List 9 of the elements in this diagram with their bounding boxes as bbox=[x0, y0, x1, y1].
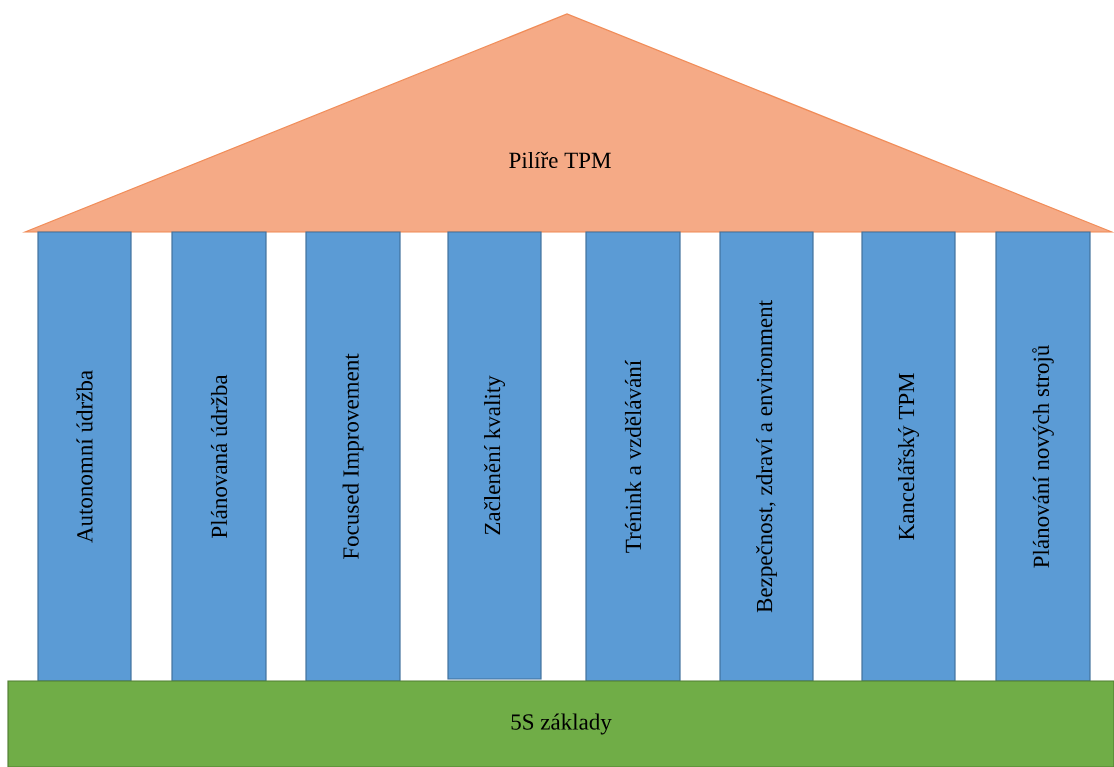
pillar-box: Kancelářský TPM bbox=[861, 231, 956, 682]
base-box: 5S základy bbox=[7, 680, 1114, 767]
pillar-box: Focused Improvement bbox=[305, 231, 401, 682]
pillar-box: Autonomní údržba bbox=[37, 231, 132, 682]
pillar-box: Trénink a vzdělávání bbox=[585, 231, 681, 682]
pillar-box: Plánovaná údržba bbox=[171, 231, 267, 682]
pillar-box: Bezpečnost, zdraví a environment bbox=[719, 231, 814, 682]
pillar-box: Začlenění kvality bbox=[447, 231, 542, 680]
pillar-box: Plánování nových strojů bbox=[995, 231, 1091, 682]
